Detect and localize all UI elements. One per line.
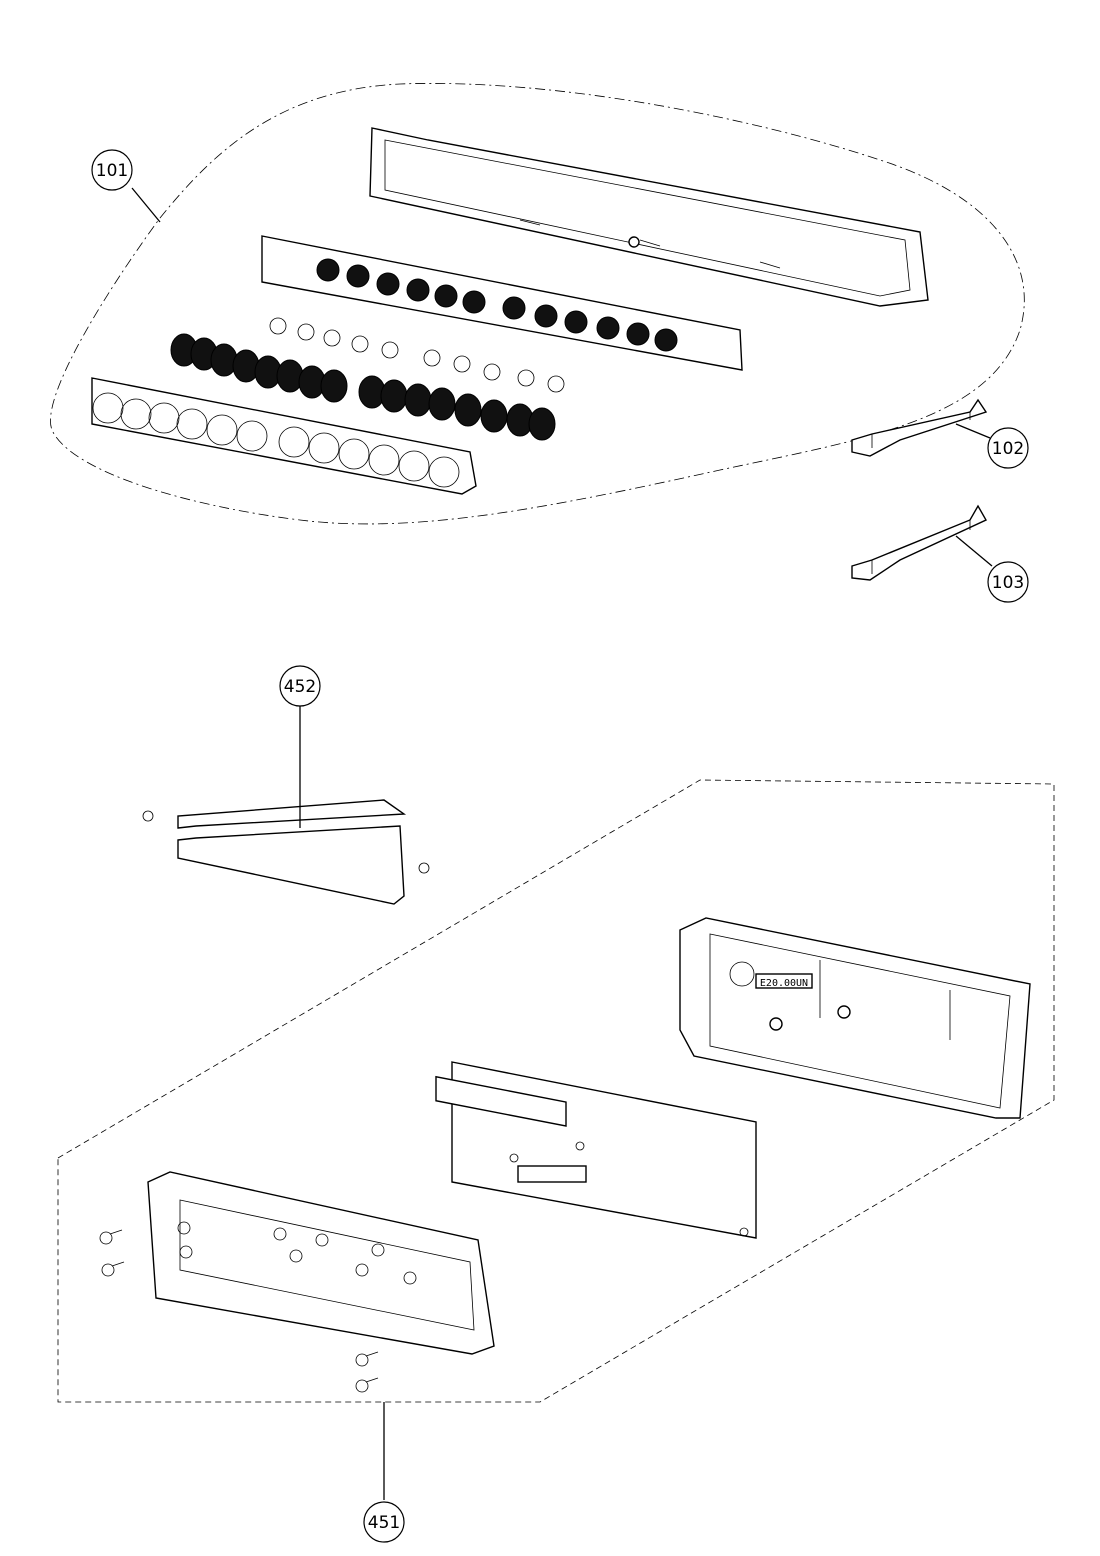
top-frame (369, 127, 929, 307)
part-452-cover (142, 799, 430, 905)
callout-452-label: 452 (284, 677, 316, 697)
rubber-rings (170, 333, 556, 441)
callout-451-label: 451 (368, 1513, 400, 1533)
light-pipes (269, 317, 565, 393)
screws (99, 1229, 379, 1393)
box-marking: E20.00UN (760, 978, 808, 989)
callout-103-label: 103 (992, 573, 1024, 593)
callout-102: 102 (955, 423, 1029, 469)
control-pcb (435, 1061, 757, 1239)
callout-103: 103 (955, 535, 1029, 603)
callout-452: 452 (279, 665, 321, 828)
switch-pcb (261, 235, 743, 371)
part-103-bracket (851, 504, 987, 581)
group-451-boundary (57, 779, 1055, 1403)
front-housing (147, 1171, 495, 1355)
callout-102-label: 102 (992, 439, 1024, 459)
button-bezel (91, 377, 477, 495)
rear-housing: E20.00UN (679, 917, 1031, 1119)
callout-101: 101 (91, 149, 161, 223)
callout-101-label: 101 (96, 161, 128, 181)
callout-451: 451 (363, 1402, 405, 1543)
group-101-boundary (50, 83, 1025, 525)
part-102-bracket (851, 398, 988, 457)
